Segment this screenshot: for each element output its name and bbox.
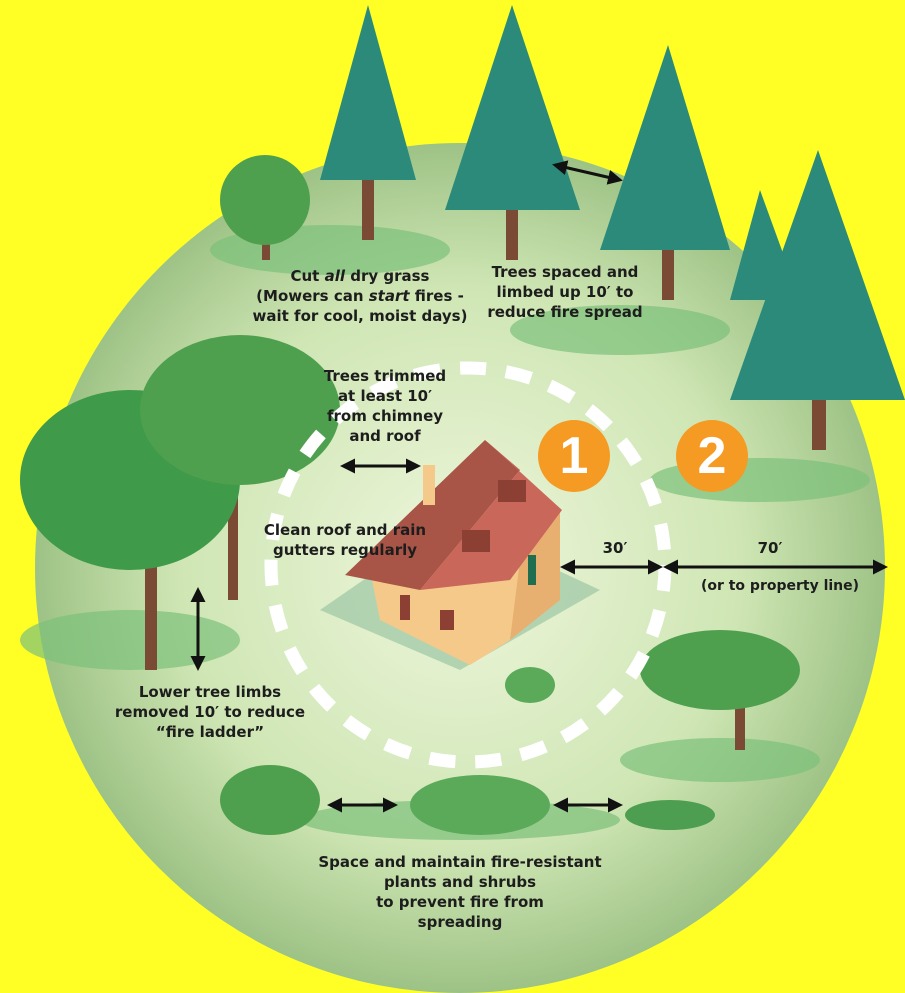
zone-1-distance: 30′ <box>602 539 628 557</box>
deciduous-trees <box>20 155 800 835</box>
house-icon <box>320 440 600 670</box>
text: removed 10′ to reduce <box>114 703 306 721</box>
text: plants and shrubs <box>383 873 537 891</box>
text: reduce fire spread <box>487 303 643 321</box>
dry-grass-label: Cut all dry grass (Mowers can start fire… <box>240 266 480 326</box>
zone-2-note: (or to property line) <box>700 578 860 594</box>
trees-spaced-label: Trees spaced and limbed up 10′ to reduce… <box>475 262 655 322</box>
text: to prevent fire from <box>376 893 544 911</box>
text: and roof <box>349 427 421 445</box>
text: dry grass <box>345 267 430 285</box>
text-emphasis: start <box>368 287 410 305</box>
text: Clean roof and rain <box>263 521 427 539</box>
text: (Mowers can <box>256 287 369 305</box>
zone-1-badge: 1 <box>538 420 610 492</box>
clean-roof-label: Clean roof and rain gutters regularly <box>255 520 435 560</box>
text: Space and maintain fire-resistant <box>318 853 602 871</box>
text: limbed up 10′ to <box>496 283 634 301</box>
zone-2-badge: 2 <box>676 420 748 492</box>
text: at least 10′ <box>337 387 433 405</box>
text: from chimney <box>326 407 444 425</box>
text: Trees trimmed <box>323 367 447 385</box>
text: fires - <box>409 287 464 305</box>
text-emphasis: all <box>324 267 345 285</box>
plants-label: Space and maintain fire-resistant plants… <box>310 852 610 932</box>
trees-trimmed-label: Trees trimmed at least 10′ from chimney … <box>310 366 460 446</box>
distance-arrows <box>190 160 888 813</box>
text: spreading <box>417 913 503 931</box>
pine-trees <box>320 5 905 450</box>
text: wait for cool, moist days) <box>252 307 468 325</box>
zone-2-distance: 70′ <box>757 539 783 557</box>
text: Lower tree limbs <box>138 683 282 701</box>
lower-limbs-label: Lower tree limbs removed 10′ to reduce “… <box>110 682 310 742</box>
text: gutters regularly <box>272 541 418 559</box>
text: Trees spaced and <box>491 263 639 281</box>
text: Cut <box>290 267 325 285</box>
text: “fire ladder” <box>155 723 265 741</box>
